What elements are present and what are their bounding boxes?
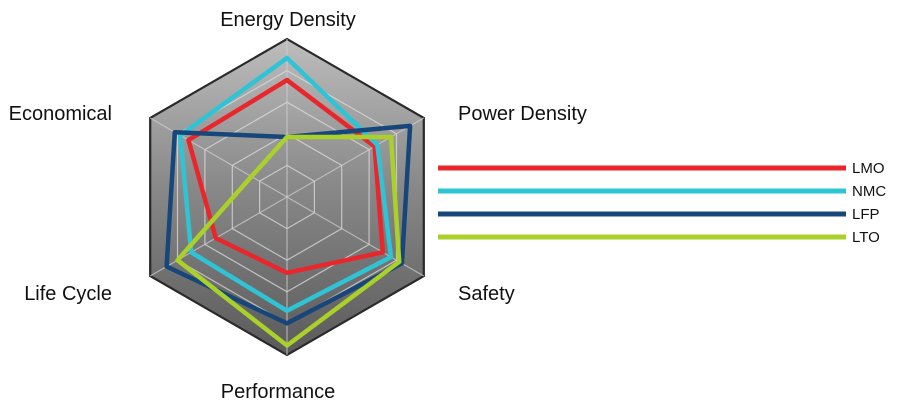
spoke-life-cycle <box>149 196 288 277</box>
axis-label-performance: Performance <box>221 381 336 403</box>
series-lto <box>175 134 402 348</box>
axis-label-energy-density: Energy Density <box>220 9 356 31</box>
series-lfp <box>164 123 413 326</box>
legend-labels: LMO NMC LFP LTO <box>852 160 886 246</box>
legend-label-lfp: LFP <box>852 206 880 223</box>
legend-label-lmo: LMO <box>852 160 885 177</box>
axis-label-life-cycle: Life Cycle <box>24 283 112 305</box>
legend-label-nmc: NMC <box>852 183 886 200</box>
axis-label-economical: Economical <box>9 103 112 125</box>
spoke-power-density <box>286 117 425 198</box>
radar-series <box>164 55 413 348</box>
legend-label-lto: LTO <box>852 229 880 246</box>
series-lmo <box>186 77 386 276</box>
axis-label-safety: Safety <box>458 283 515 305</box>
series-nmc <box>178 55 394 314</box>
legend-lines <box>438 165 846 240</box>
axis-label-power-density: Power Density <box>458 103 587 125</box>
